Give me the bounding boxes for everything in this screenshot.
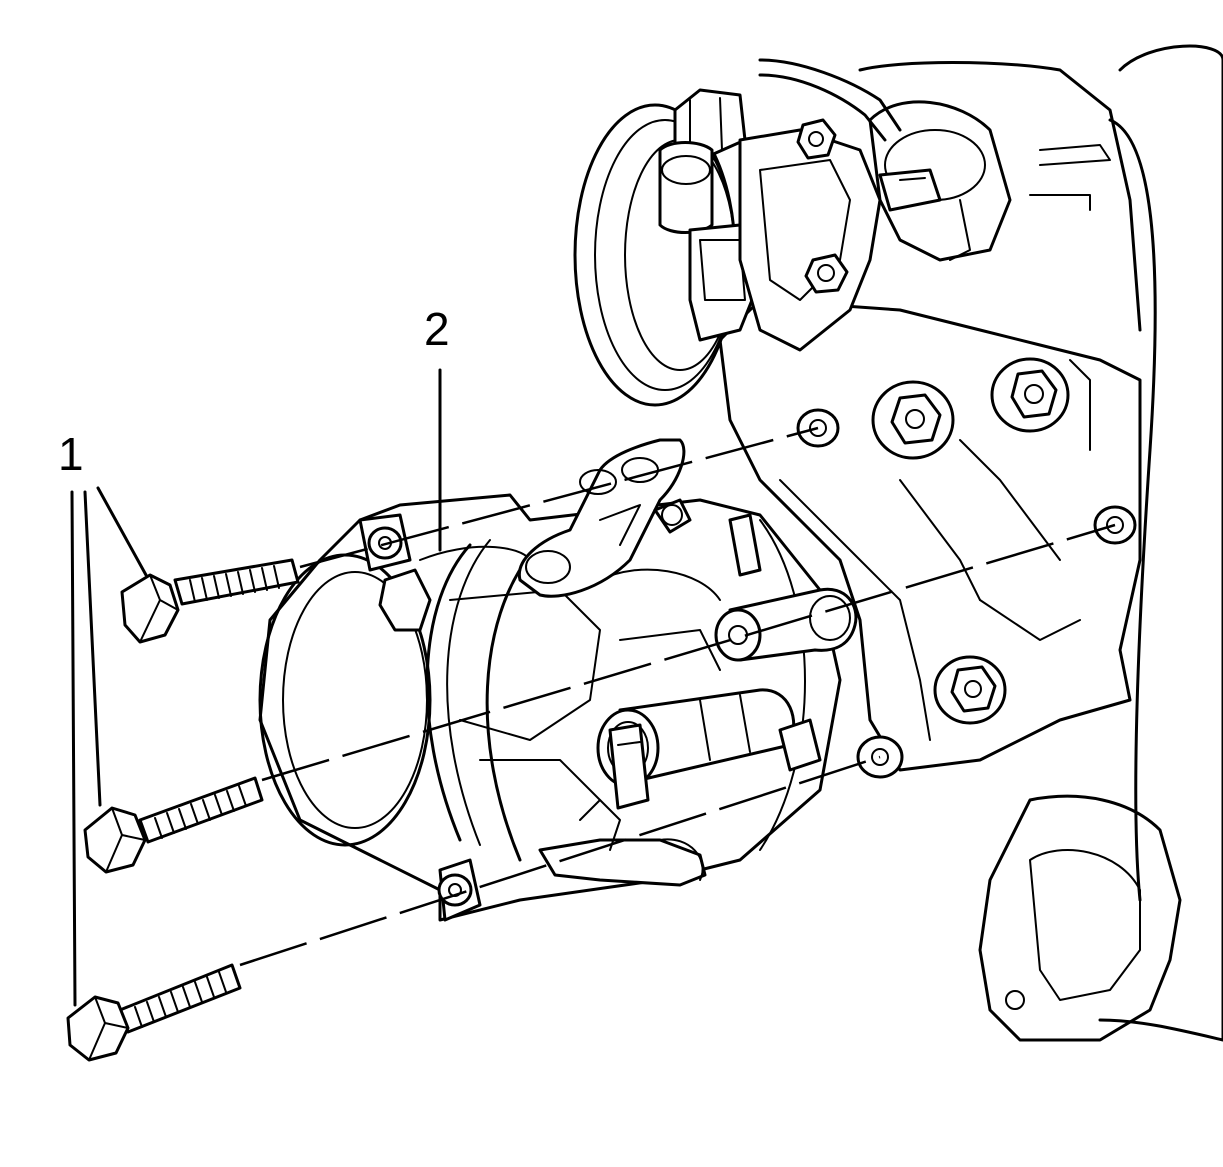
bolt-bottom bbox=[66, 963, 242, 1062]
ac-compressor bbox=[258, 438, 858, 922]
callout-leaders bbox=[70, 368, 442, 1007]
bolt-middle bbox=[83, 776, 264, 874]
callout-2-label: 2 bbox=[424, 303, 450, 355]
engine-block bbox=[573, 44, 1223, 1042]
bolt-top bbox=[120, 558, 300, 644]
alignment-lines bbox=[239, 426, 1116, 967]
callout-1-label: 1 bbox=[58, 428, 84, 480]
